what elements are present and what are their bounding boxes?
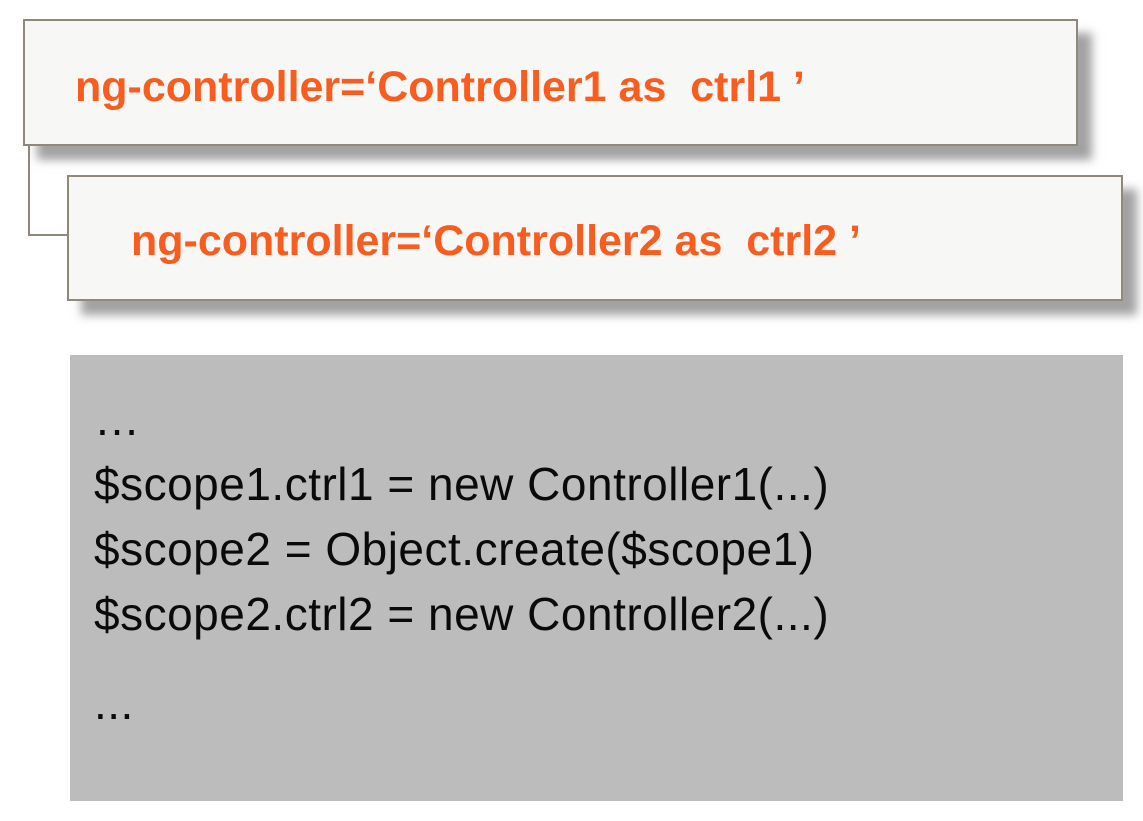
code-line-ellipsis-top: …	[94, 393, 141, 445]
ng-controller1-box: ng-controller=‘Controller1 as ctrl1 ’	[23, 19, 1078, 146]
ng-controller2-label: ng-controller=‘Controller2 as ctrl2 ’	[131, 216, 861, 265]
code-line-scope1-ctrl1: $scope1.ctrl1 = new Controller1(...)	[94, 458, 830, 510]
scope-code-block: … $scope1.ctrl1 = new Controller1(...) $…	[70, 355, 1123, 801]
code-line-scope2-create: $scope2 = Object.create($scope1)	[94, 523, 815, 575]
code-line-ellipsis-bottom: ...	[94, 677, 134, 729]
ng-controller2-box: ng-controller=‘Controller2 as ctrl2 ’	[67, 175, 1123, 301]
code-line-scope2-ctrl2: $scope2.ctrl2 = new Controller2(...)	[94, 588, 830, 640]
ng-controller1-label: ng-controller=‘Controller1 as ctrl1 ’	[75, 63, 805, 111]
